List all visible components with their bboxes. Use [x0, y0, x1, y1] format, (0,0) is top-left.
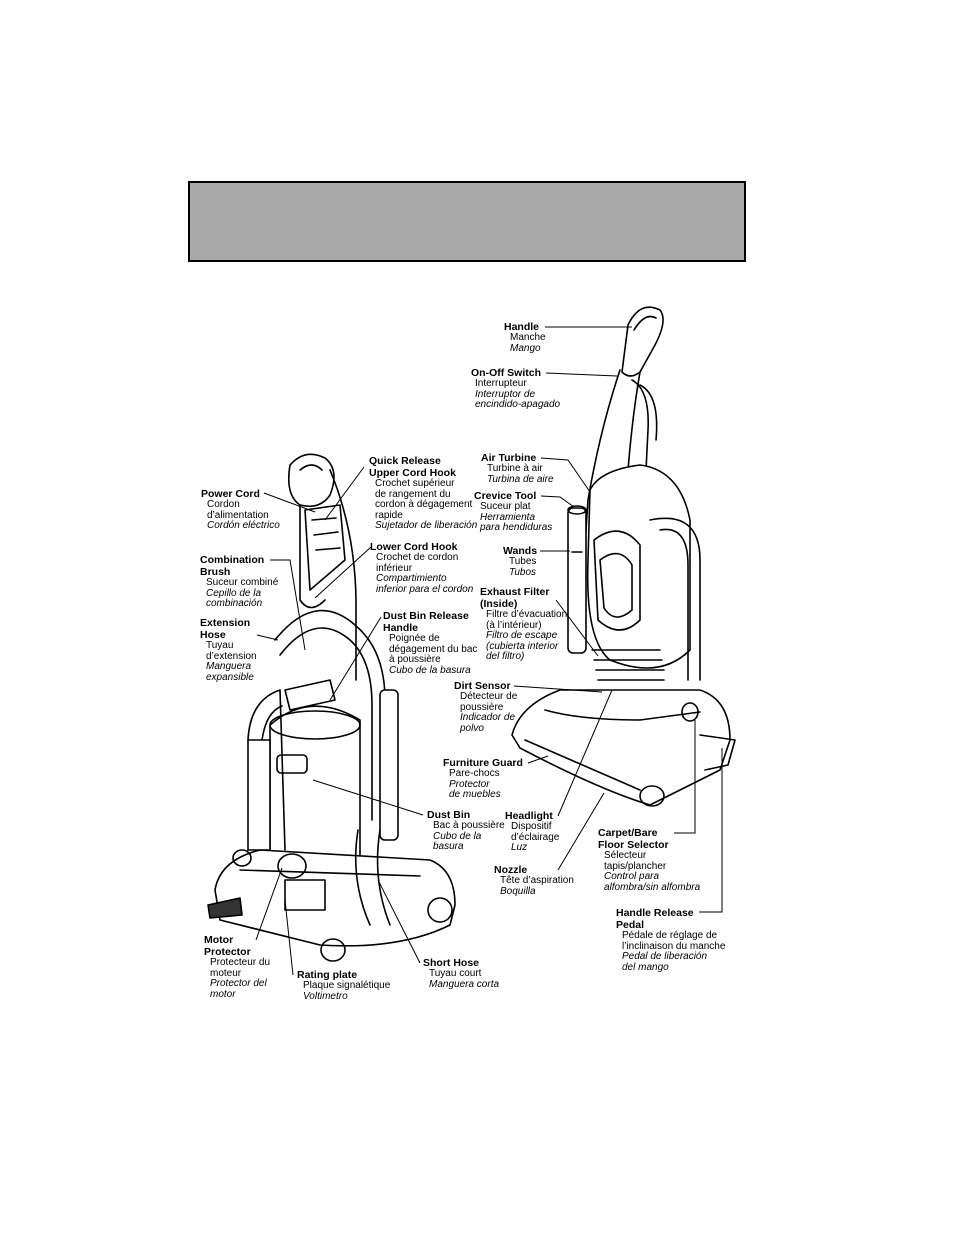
- exhaust-filter-label: Exhaust Filter (Inside) Filtre d’évacuat…: [480, 586, 567, 663]
- quick-release-cord-hook-label: Quick Release Upper Cord Hook Crochet su…: [369, 455, 477, 532]
- crevice-tool-label: Crevice Tool Suceur plat Herramienta par…: [474, 490, 552, 534]
- headlight-label: Headlight Dispositif d’éclairage Luz: [505, 810, 559, 854]
- handle-release-pedal-label: Handle Release Pedal Pédale de réglage d…: [616, 907, 725, 973]
- dust-bin-release-handle-label: Dust Bin Release Handle Poignée de dégag…: [383, 610, 477, 676]
- wands-label: Wands Tubes Tubos: [503, 545, 537, 578]
- lower-cord-hook-label: Lower Cord Hook Crochet de cordon inféri…: [370, 541, 473, 595]
- carpet-floor-selector-label: Carpet/Bare Floor Selector Sélecteur tap…: [598, 827, 700, 893]
- power-cord-label: Power Cord Cordon d’alimentation Cordón …: [201, 488, 280, 532]
- handle-label: Handle Manche Mango: [504, 321, 546, 354]
- extension-hose-label: Extension Hose Tuyau d’extension Manguer…: [200, 617, 257, 683]
- dirt-sensor-label: Dirt Sensor Détecteur de poussière Indic…: [454, 680, 517, 734]
- on-off-switch-label: On-Off Switch Interrupteur Interruptor d…: [471, 367, 560, 411]
- furniture-guard-label: Furniture Guard Pare-chocs Protector de …: [443, 757, 523, 801]
- nozzle-label: Nozzle Tête d’aspiration Boquilla: [494, 864, 574, 897]
- rating-plate-label: Rating plate Plaque signalétique Voltime…: [297, 969, 390, 1002]
- short-hose-label: Short Hose Tuyau court Manguera corta: [423, 957, 499, 990]
- motor-protector-label: Motor Protector Protecteur du moteur Pro…: [204, 934, 270, 1000]
- dust-bin-label: Dust Bin Bac à poussière Cubo de la basu…: [427, 809, 505, 853]
- air-turbine-label: Air Turbine Turbine à air Turbina de air…: [481, 452, 554, 485]
- combination-brush-label: Combination Brush Suceur combiné Cepillo…: [200, 554, 278, 610]
